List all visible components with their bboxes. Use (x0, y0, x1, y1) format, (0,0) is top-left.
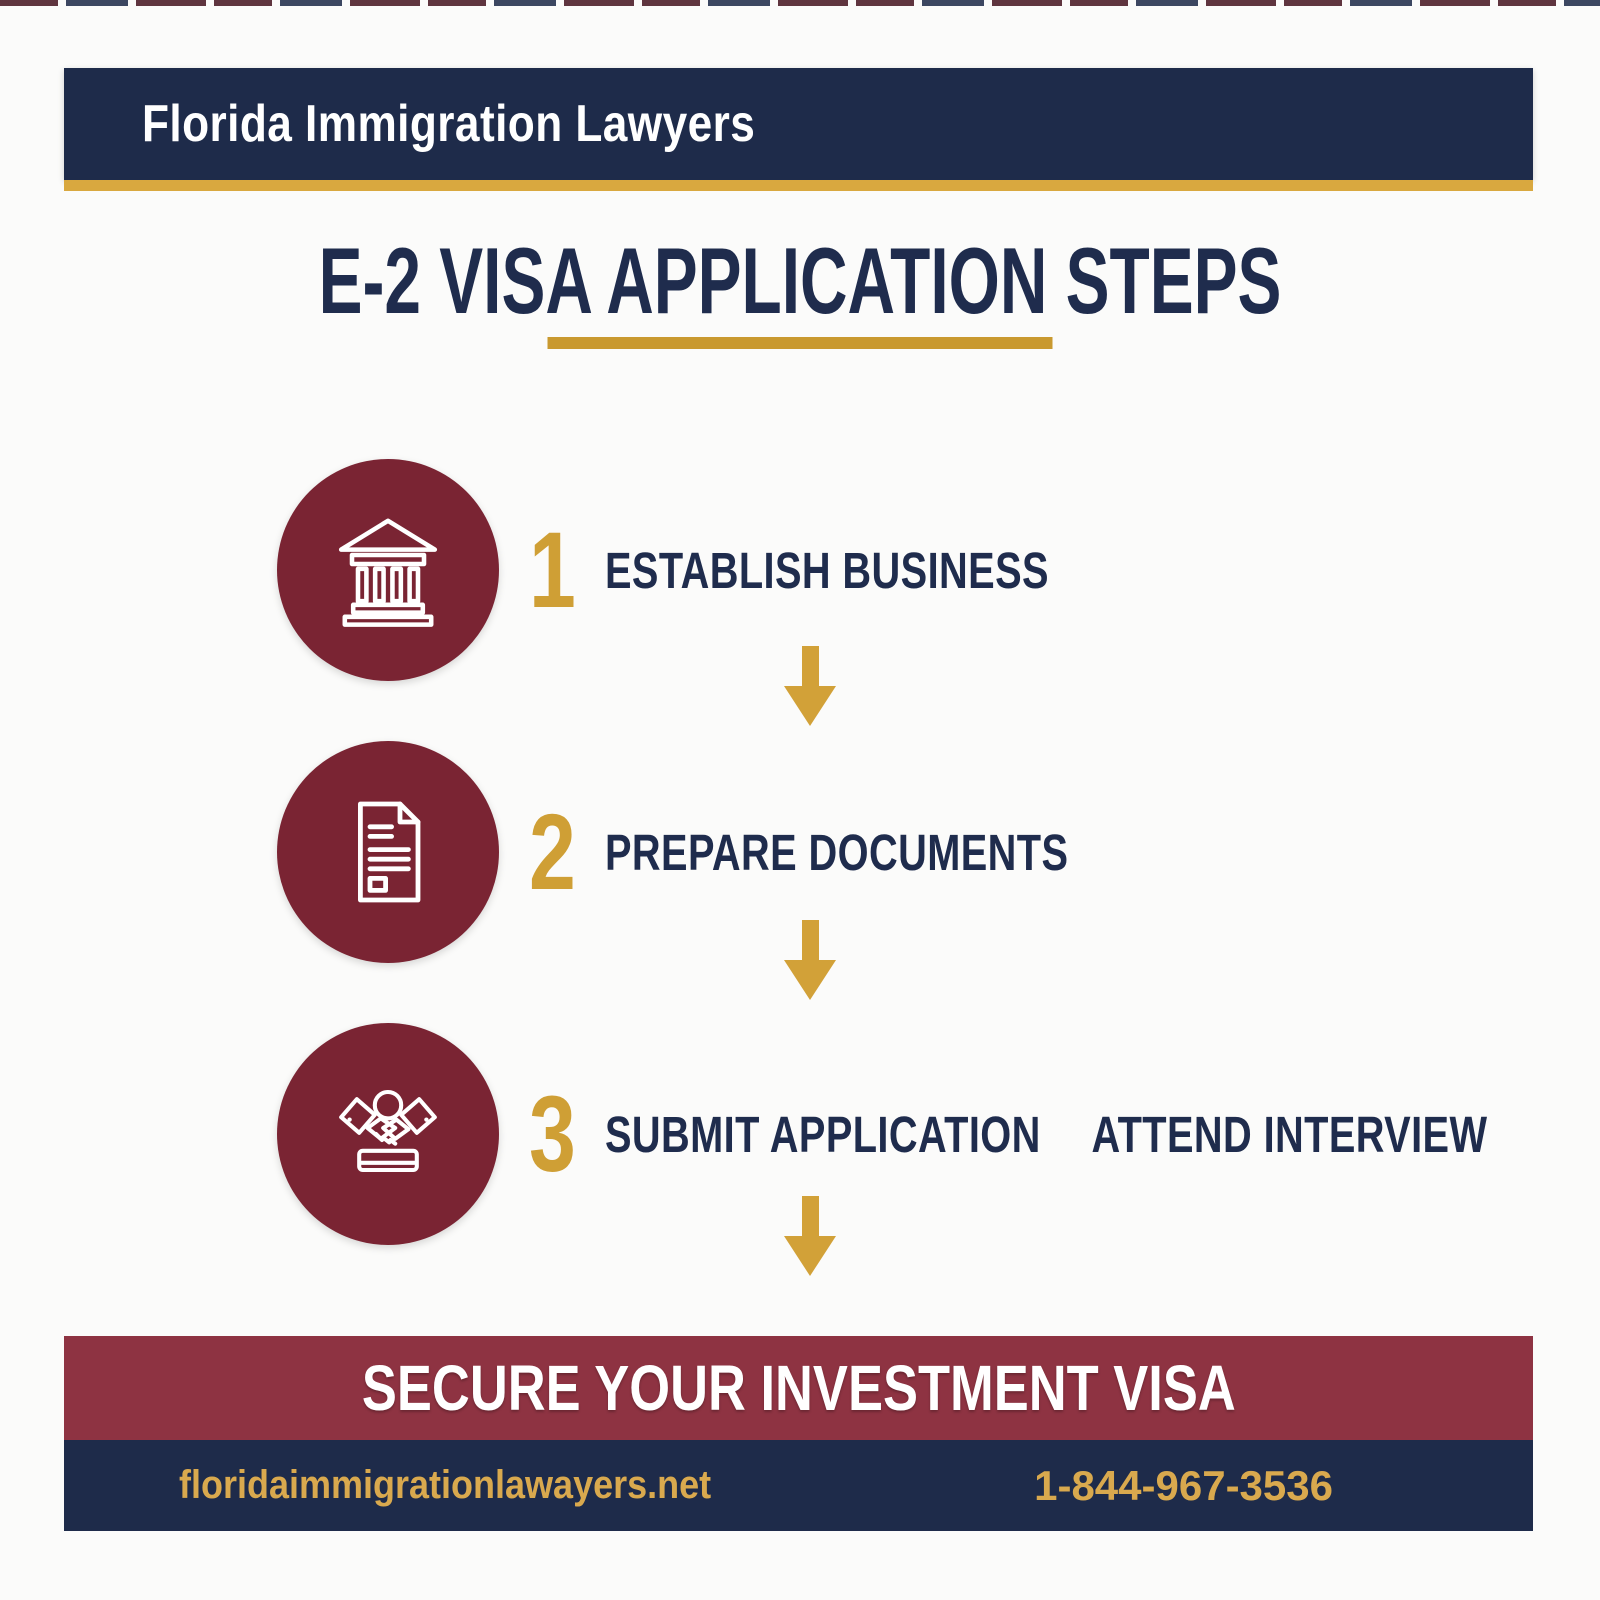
step-row-establish-business: 1 ESTABLISH BUSINESS (277, 459, 1174, 681)
step-row-prepare-documents: 2 PREPARE DOCUMENTS (277, 741, 1199, 963)
cta-banner: SECURE YOUR INVESTMENT VISA (64, 1336, 1533, 1440)
step-row-submit-application: 3 SUBMIT APPLICATION ATTEND INTERVIEW (277, 1023, 1600, 1245)
header-gold-divider (64, 180, 1533, 191)
page-title: E-2 VISA APPLICATION STEPS (318, 228, 1282, 333)
document-icon (358, 801, 421, 903)
step2-icon-circle (277, 741, 499, 963)
title-underline (547, 337, 1053, 349)
down-arrow-icon (777, 920, 843, 1002)
bank-icon (338, 518, 438, 627)
down-arrow-icon (777, 646, 843, 728)
down-arrow-icon (777, 1196, 843, 1278)
footer-phone: 1-844-967-3536 (1034, 1461, 1333, 1509)
handshake-icon (339, 1089, 437, 1173)
step2-number: 2 (529, 791, 576, 912)
step2-title-text: PREPARE DOCUMENTS (605, 823, 1069, 881)
brand-title: Florida Immigration Lawyers (142, 95, 756, 153)
step1-title: ESTABLISH BUSINESS (605, 541, 1049, 600)
step1-icon-circle (277, 459, 499, 681)
step3-number: 3 (529, 1073, 576, 1194)
step3-icon-circle (277, 1023, 499, 1245)
step1-number: 1 (529, 509, 576, 630)
footer-bar: floridaimmigrationlawayers.net 1-844-967… (64, 1440, 1533, 1531)
top-decorative-strip (0, 0, 1600, 6)
step2-title: PREPARE DOCUMENTS (605, 823, 1068, 882)
step1-title-text: ESTABLISH BUSINESS (605, 541, 1050, 599)
header-bar: Florida Immigration Lawyers (64, 68, 1533, 180)
step3-title-text: SUBMIT APPLICATION (605, 1105, 1041, 1163)
step3-title: SUBMIT APPLICATION ATTEND INTERVIEW (605, 1105, 1487, 1164)
cta-banner-text: SECURE YOUR INVESTMENT VISA (361, 1352, 1236, 1424)
footer-website: floridaimmigrationlawayers.net (179, 1463, 712, 1507)
step3-title2-text: ATTEND INTERVIEW (1091, 1105, 1488, 1163)
